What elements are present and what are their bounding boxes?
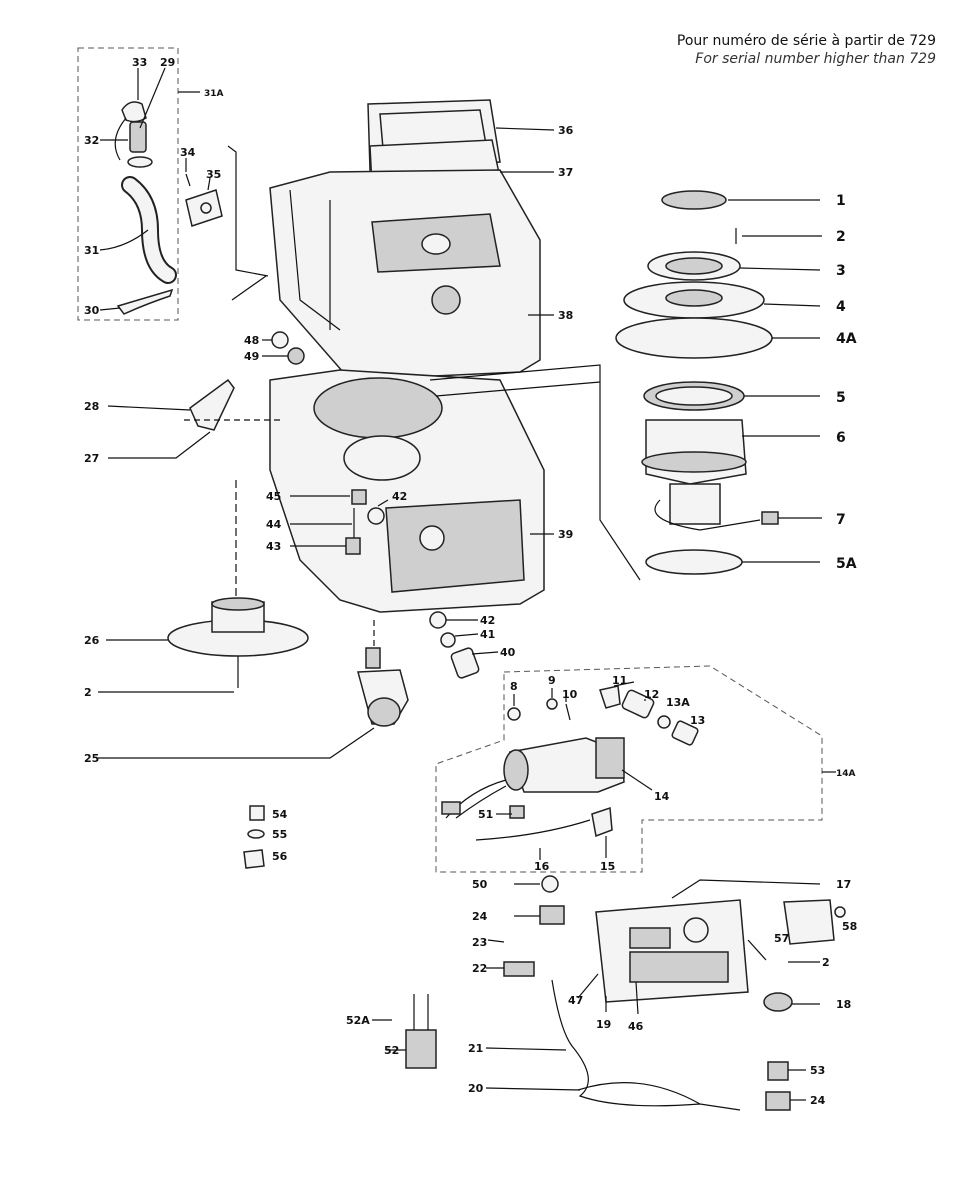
callout-17: 17 <box>836 878 851 891</box>
callout-4: 4 <box>836 299 846 315</box>
callout-37: 37 <box>558 166 573 179</box>
callout-28: 28 <box>84 400 99 413</box>
callout-24-upper: 24 <box>472 910 488 923</box>
callout-43: 43 <box>266 540 281 553</box>
callout-1: 1 <box>836 193 846 209</box>
electrical-group <box>372 875 846 1111</box>
filter-1 <box>661 190 727 210</box>
hose-kit-box <box>77 47 179 321</box>
callout-55: 55 <box>272 828 287 841</box>
ring-5A <box>645 549 743 575</box>
plate-4A <box>615 317 773 359</box>
callout-35: 35 <box>206 168 221 181</box>
callout-53: 53 <box>810 1064 825 1077</box>
hose-ring <box>127 156 153 168</box>
callout-36: 36 <box>558 124 574 137</box>
callout-52A: 52A <box>346 1014 370 1027</box>
callout-2: 2 <box>836 229 846 245</box>
callout-4A: 4A <box>836 331 857 347</box>
callout-13: 13 <box>690 714 705 727</box>
callout-39: 39 <box>558 528 573 541</box>
callout-16: 16 <box>534 860 550 873</box>
upper-tank-group <box>227 99 555 381</box>
pump-kit-group <box>435 665 836 873</box>
callout-58: 58 <box>842 920 857 933</box>
callout-10: 10 <box>562 688 578 701</box>
nozzle-cap <box>121 101 147 123</box>
callout-46: 46 <box>628 1020 644 1033</box>
callout-48: 48 <box>244 334 259 347</box>
callout-27: 27 <box>84 452 99 465</box>
base-group <box>98 331 641 759</box>
callout-40: 40 <box>500 646 516 659</box>
callout-2-right: 2 <box>822 956 830 969</box>
callout-7: 7 <box>836 512 846 528</box>
header-en: For serial number higher than 729 <box>695 51 936 67</box>
callout-9: 9 <box>548 674 556 687</box>
control-panel <box>595 899 749 1003</box>
callout-6: 6 <box>836 430 846 446</box>
callout-2-left: 2 <box>84 686 92 699</box>
callout-18: 18 <box>836 998 851 1011</box>
callout-54: 54 <box>272 808 288 821</box>
callout-42-lower: 42 <box>480 614 495 627</box>
callout-51: 51 <box>478 808 493 821</box>
callout-31A: 31A <box>204 89 224 99</box>
callout-labels: 1 2 3 4 4A 5 6 7 5A 36 37 38 39 33 29 31… <box>84 56 857 1107</box>
callout-44: 44 <box>266 518 282 531</box>
misc-parts-left <box>243 805 265 869</box>
callout-45: 45 <box>266 490 281 503</box>
callout-19: 19 <box>596 1018 611 1031</box>
callout-32: 32 <box>84 134 99 147</box>
header-fr: Pour numéro de série à partir de 729 <box>676 33 936 49</box>
callout-8: 8 <box>510 680 518 693</box>
callout-38: 38 <box>558 309 573 322</box>
callout-33: 33 <box>132 56 147 69</box>
callout-20: 20 <box>468 1082 484 1095</box>
motor-stack-group <box>615 190 822 575</box>
recovery-tank-38 <box>269 169 541 381</box>
pump-kit-box <box>435 665 823 873</box>
callout-26: 26 <box>84 634 100 647</box>
callout-14A: 14A <box>836 769 856 779</box>
callout-49: 49 <box>244 350 259 363</box>
callout-47: 47 <box>568 994 583 1007</box>
callout-57: 57 <box>774 932 789 945</box>
callout-23: 23 <box>472 936 487 949</box>
hose-fitting <box>129 121 147 153</box>
callout-3: 3 <box>836 263 846 279</box>
bracket-57 <box>783 899 835 945</box>
callout-22: 22 <box>472 962 487 975</box>
callout-5: 5 <box>836 390 846 406</box>
callout-13A: 13A <box>666 696 690 709</box>
callout-29: 29 <box>160 56 175 69</box>
callout-56: 56 <box>272 850 288 863</box>
callout-25: 25 <box>84 752 99 765</box>
callout-30: 30 <box>84 304 100 317</box>
callout-14: 14 <box>654 790 670 803</box>
callout-11: 11 <box>612 674 627 687</box>
callout-41: 41 <box>480 628 495 641</box>
callout-5A: 5A <box>836 556 857 572</box>
callout-15: 15 <box>600 860 615 873</box>
hose-kit-group <box>77 47 223 321</box>
callout-50: 50 <box>472 878 488 891</box>
callout-42-upper: 42 <box>392 490 407 503</box>
callout-34: 34 <box>180 146 196 159</box>
callout-21: 21 <box>468 1042 483 1055</box>
callout-24-lower: 24 <box>810 1094 826 1107</box>
callout-12: 12 <box>644 688 659 701</box>
callout-31: 31 <box>84 244 99 257</box>
callout-52: 52 <box>384 1044 399 1057</box>
